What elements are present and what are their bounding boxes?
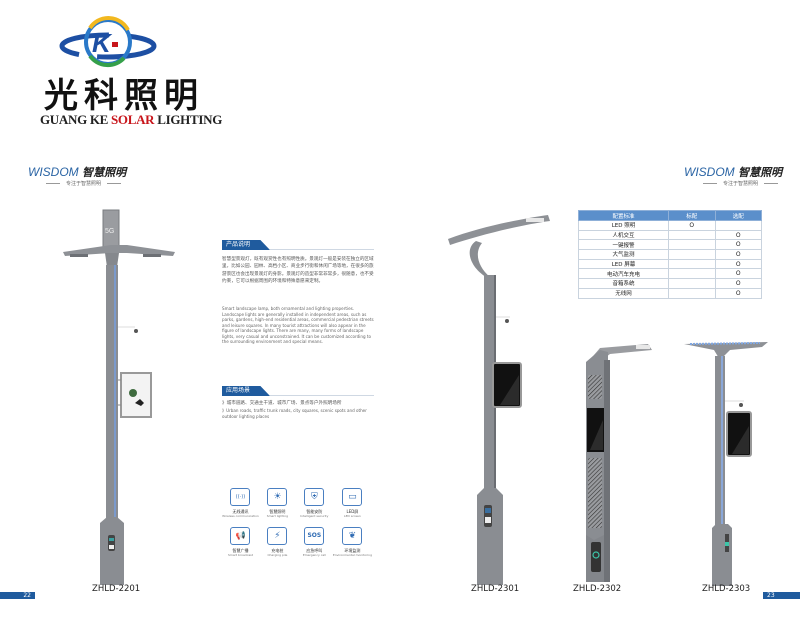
- feature-charging: ⚡ 充电桩 Charging pile: [259, 526, 296, 558]
- table-row: 人机交互 O: [578, 229, 762, 241]
- leaf-monitor-icon: ❦: [342, 526, 363, 545]
- wifi-tower-icon: ((·)): [230, 488, 251, 506]
- right-page-subheader: 专注于智慧照明: [697, 180, 784, 187]
- model-label-zhld-2302: ZHLD-2302: [573, 584, 622, 594]
- company-logo: K: [40, 10, 200, 130]
- table-row: 音箱系统 O: [578, 278, 762, 289]
- standard-cell: [668, 258, 716, 270]
- application-heading: 应用场景: [222, 386, 374, 396]
- optional-cell: [714, 220, 762, 231]
- row-item: 电动汽车充电: [578, 268, 669, 280]
- feature-label-en: Wireless communication: [222, 514, 259, 518]
- model-label-zhld-2201: ZHLD-2201: [92, 584, 141, 594]
- feature-label-en: Emergency call: [302, 552, 326, 557]
- row-item: 人机交互: [578, 229, 669, 241]
- product-description-heading: 产品说明: [222, 240, 374, 250]
- standard-cell: [668, 229, 716, 241]
- shield-plus-icon: ⛨: [304, 488, 325, 506]
- row-item: 音箱系统: [578, 278, 669, 289]
- optional-cell: O: [714, 258, 762, 270]
- left-page-header: WISDOM 智慧照明: [28, 165, 127, 179]
- row-item: 大气监测: [578, 249, 669, 260]
- feature-emergency: SOS 应急呼叫 Emergency call: [296, 526, 333, 558]
- page-number-left: 22: [0, 592, 35, 599]
- feature-label: LED屏: [346, 509, 359, 514]
- product-description-cn: 智慧型景观灯，既有观赏性也有照明性质。景观灯一般是安装在独立的区域里，比如公园、…: [222, 257, 374, 285]
- feature-label-en: Charging pile: [267, 552, 288, 557]
- feature-label: 智慧广播: [232, 547, 249, 553]
- logo-mark-icon: K: [59, 16, 157, 68]
- optional-cell: O: [714, 239, 762, 251]
- bulb-icon: ☀: [267, 488, 288, 506]
- feature-label: 智能安防: [306, 509, 323, 514]
- standard-cell: O: [668, 220, 716, 231]
- feature-label-en: Smart lighting: [266, 514, 289, 518]
- brand-name-en: GUANG KE SOLAR LIGHTING: [40, 112, 223, 127]
- brand-name-cn: 光科照明: [44, 76, 204, 116]
- table-row: 一键报警 O: [578, 239, 762, 251]
- feature-label: 环境监测: [344, 547, 361, 553]
- sos-icon: SOS: [304, 526, 325, 545]
- page-number-right: 23: [763, 592, 800, 599]
- feature-led-screen: ▭ LED屏 LED screen: [333, 488, 372, 519]
- table-row: 大气监测 O: [578, 249, 762, 260]
- column-header: 标配: [668, 210, 716, 221]
- table-row: 电动汽车充电 O: [578, 268, 762, 280]
- feature-label-en: Intelligent security: [300, 514, 329, 518]
- pole-zhld-2302-image: [586, 344, 652, 582]
- megaphone-icon: 📢: [230, 526, 251, 545]
- model-label-zhld-2301: ZHLD-2301: [471, 584, 520, 594]
- feature-wireless: ((·)) 无线通讯 Wireless communication: [222, 488, 259, 519]
- row-item: 一键报警: [578, 239, 669, 251]
- optional-cell: O: [714, 229, 762, 241]
- feature-icon-grid: ((·)) 无线通讯 Wireless communication ☀ 智慧照明…: [222, 488, 372, 557]
- standard-cell: [668, 249, 716, 260]
- feature-label-en: Environmental monitoring: [332, 552, 372, 557]
- pole-zhld-2201-image: 5G: [63, 209, 175, 585]
- optional-cell: O: [714, 287, 762, 299]
- svg-text:K: K: [92, 28, 113, 58]
- row-item: LED 照明: [578, 220, 669, 231]
- product-description-en: Smart landscape lamp, both ornamental an…: [222, 306, 374, 344]
- row-item: 无线网: [578, 287, 669, 299]
- svg-text:5G: 5G: [105, 228, 114, 235]
- feature-environment: ❦ 环境监测 Environmental monitoring: [332, 526, 372, 558]
- feature-label: 智慧照明: [269, 509, 286, 514]
- model-label-zhld-2303: ZHLD-2303: [702, 584, 751, 594]
- column-header: 选配: [714, 210, 762, 221]
- row-item: LED 屏幕: [578, 258, 669, 270]
- feature-label-en: Smart broadcast: [228, 552, 253, 557]
- feature-smart-lighting: ☀ 智慧照明 Smart lighting: [259, 488, 296, 519]
- table-row: LED 屏幕 O: [578, 258, 762, 270]
- led-screen-icon: ▭: [342, 488, 363, 506]
- optional-cell: O: [714, 278, 762, 289]
- application-en: 》Urban roads, traffic trunk roads, city …: [222, 408, 367, 419]
- feature-broadcast: 📢 智慧广播 Smart broadcast: [222, 526, 259, 558]
- feature-label: 无线通讯: [232, 509, 249, 514]
- feature-label: 充电桩: [271, 547, 284, 553]
- feature-security: ⛨ 智能安防 Intelligent security: [296, 488, 333, 519]
- standard-cell: [668, 268, 716, 280]
- right-page-header: WISDOM 智慧照明: [684, 165, 783, 179]
- standard-cell: [668, 287, 716, 299]
- table-header-row: 配置标准 标配 选配: [578, 210, 762, 221]
- table-row: 无线网 O: [578, 287, 762, 299]
- feature-label: 应急呼叫: [306, 547, 323, 553]
- standard-cell: [668, 278, 716, 289]
- optional-cell: O: [714, 249, 762, 260]
- column-header: 配置标准: [578, 210, 669, 221]
- charging-pile-icon: ⚡: [267, 526, 288, 545]
- pole-zhld-2301-image: [448, 215, 550, 585]
- application-cn: 》城市道路、交通主干道、城市广场、景点等户外照明场所: [222, 401, 342, 406]
- pole-zhld-2303-image: [684, 342, 768, 586]
- optional-cell: O: [714, 268, 762, 280]
- feature-label-en: LED screen: [343, 514, 361, 518]
- left-page-subheader: 专注于智慧照明: [40, 180, 127, 187]
- standard-cell: [668, 239, 716, 251]
